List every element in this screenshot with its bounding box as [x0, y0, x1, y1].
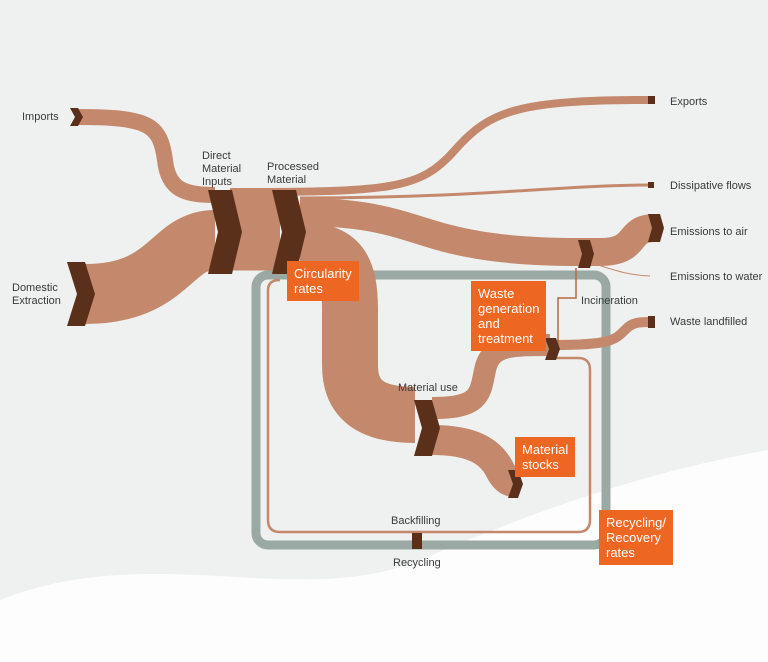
flow-backfilling: [266, 278, 592, 534]
label-dmi-line3: Inputs: [202, 176, 232, 188]
label-emissions-to-air: Emissions to air: [670, 226, 748, 238]
box-circularity-line1: Circularity: [294, 266, 352, 281]
node-direct-material-inputs: [208, 190, 242, 274]
flow-emissions-water: [597, 264, 651, 277]
label-pm-line2: Material: [267, 174, 307, 186]
label-emissions-to-water: Emissions to water: [670, 271, 763, 283]
box-stocks-line1: Material: [522, 442, 569, 457]
label-imports: Imports: [22, 111, 59, 123]
box-waste-line3: and: [478, 316, 500, 331]
box-waste-line1: Waste: [478, 286, 515, 301]
flow-landfill: [554, 317, 651, 350]
box-circularity-line2: rates: [294, 281, 323, 296]
node-material-use: [414, 400, 440, 456]
node-imports: [70, 108, 83, 126]
node-processed-material: [272, 190, 306, 274]
label-backfilling: Backfilling: [391, 515, 441, 527]
label-recycling: Recycling: [393, 557, 441, 569]
label-processed-material: Processed Material: [267, 161, 319, 187]
node-exports: [648, 96, 655, 104]
box-recycling-rates: Recycling/ Recovery rates: [599, 510, 673, 565]
flow-dissipative: [299, 183, 651, 200]
flow-domestic-extraction: [83, 210, 218, 324]
node-dissipative: [648, 182, 654, 188]
label-incineration: Incineration: [581, 295, 638, 307]
node-waste-treatment: [545, 338, 560, 360]
node-waste-landfilled: [648, 316, 655, 328]
node-emissions-air: [648, 214, 664, 242]
label-direct-material-inputs: Direct Material Inputs: [202, 150, 241, 189]
label-material-use: Material use: [398, 382, 458, 394]
flow-use-to-stocks: [431, 425, 518, 497]
flow-emissions-air: [299, 198, 657, 266]
label-dmi-line2: Material: [202, 163, 242, 175]
flow-exports: [229, 96, 651, 196]
box-material-stocks: Material stocks: [515, 437, 576, 477]
box-waste-line2: generation: [478, 301, 540, 316]
label-dissipative-flows: Dissipative flows: [670, 180, 752, 192]
node-incineration: [578, 240, 594, 268]
label-domestic-extraction-line1: Domestic: [12, 282, 58, 294]
box-waste-line4: treatment: [478, 331, 533, 346]
box-stocks-line2: stocks: [522, 457, 559, 472]
label-domestic-extraction: Domestic Extraction: [12, 282, 61, 308]
flow-to-material-use: [298, 222, 416, 443]
label-waste-landfilled: Waste landfilled: [670, 316, 748, 328]
flow-imports: [77, 109, 216, 203]
label-domestic-extraction-line2: Extraction: [12, 295, 61, 307]
label-dmi-line1: Direct: [202, 150, 231, 162]
flow-use-to-waste: [431, 334, 551, 419]
node-domestic-extraction: [67, 262, 95, 326]
label-pm-line1: Processed: [267, 161, 319, 173]
box-waste-generation: Waste generation and treatment: [471, 281, 547, 351]
node-material-stocks: [508, 470, 523, 498]
recycling-loop: [251, 270, 611, 550]
node-recycling: [412, 533, 422, 549]
box-recycling-line1: Recycling/: [606, 515, 666, 530]
box-circularity-rates: Circularity rates: [287, 261, 359, 301]
box-recycling-line3: rates: [606, 545, 635, 560]
background-wave: [0, 450, 768, 662]
label-exports: Exports: [670, 96, 708, 108]
box-recycling-line2: Recovery: [606, 530, 661, 545]
flow-incineration: [551, 268, 577, 346]
